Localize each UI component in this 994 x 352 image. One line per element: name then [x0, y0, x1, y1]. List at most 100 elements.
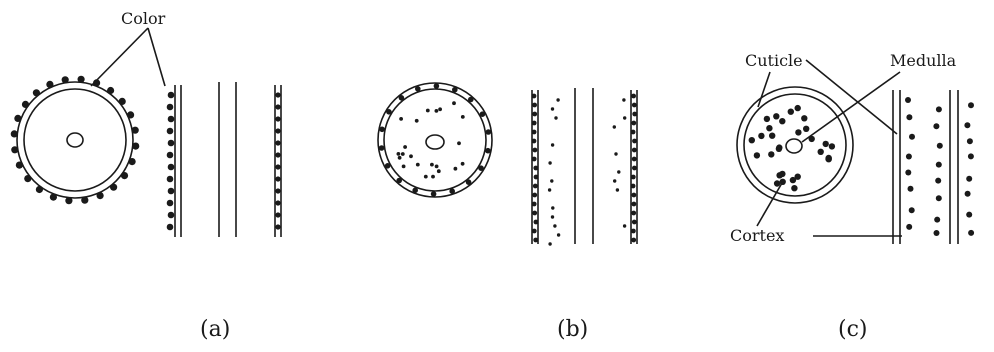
pigment-dot: [533, 237, 539, 243]
pigment-dot: [397, 155, 402, 160]
panel-b-inner-cuticle-ring: [383, 88, 487, 192]
pigment-dot: [531, 156, 537, 162]
cuticle-leader-to-ring: [757, 71, 771, 108]
pigment-dot: [631, 219, 637, 225]
pigment-dot: [768, 151, 775, 158]
panel-a-inner-cuticle-ring: [23, 88, 127, 192]
pigment-dot: [485, 129, 492, 135]
pigment-dot: [794, 104, 801, 112]
pigment-dot: [167, 139, 175, 147]
pigment-dot: [403, 145, 407, 149]
pigment-dot: [531, 120, 537, 126]
pigment-dot: [275, 188, 281, 194]
pigment-dot: [550, 143, 555, 147]
pigment-dot: [166, 127, 174, 135]
pigment-dot: [11, 146, 19, 154]
pigment-dot: [556, 233, 561, 237]
panel-a-left-edge-pigment: [166, 91, 175, 231]
pigment-dot: [532, 183, 538, 189]
pigment-dot: [65, 197, 73, 205]
pigment-dot: [532, 111, 538, 117]
pigment-dot: [631, 147, 637, 153]
pigment-dot: [107, 86, 115, 95]
pigment-dot: [396, 177, 403, 184]
pigment-dot: [61, 76, 69, 84]
pigment-dot: [905, 169, 912, 176]
pigment-dot: [531, 138, 537, 144]
pigment-dot: [773, 113, 780, 120]
pigment-dot: [632, 111, 638, 117]
pigment-dot: [905, 153, 912, 160]
panel-c-longitudinal-section: [892, 90, 975, 244]
pigment-dot: [763, 115, 771, 123]
pigment-dot: [398, 95, 405, 101]
pigment-dot: [15, 161, 23, 169]
pigment-dot: [817, 148, 824, 155]
pigment-dot: [550, 107, 555, 111]
panel-a-surface-pigment: [10, 75, 140, 205]
pigment-dot: [779, 178, 786, 185]
pigment-dot: [966, 175, 973, 182]
pigment-dot: [434, 109, 439, 113]
pigment-dot: [631, 156, 637, 162]
pigment-dot: [779, 118, 786, 125]
pigment-dot: [167, 91, 175, 99]
pigment-dot: [400, 152, 405, 156]
pigment-dot: [964, 190, 971, 197]
pigment-dot: [632, 138, 637, 144]
panel-c-cortex-pigment: [748, 104, 836, 192]
pigment-dot: [631, 237, 637, 243]
pigment-dot: [35, 185, 44, 194]
pigment-dot: [547, 188, 552, 192]
pigment-dot: [631, 192, 637, 198]
panel-c-cross-section: [736, 86, 854, 204]
caption-c: (c): [838, 317, 868, 342]
pigment-dot: [533, 165, 539, 171]
pigment-dot: [167, 163, 175, 171]
pigment-dot: [127, 111, 135, 119]
pigment-dot: [379, 126, 385, 133]
panel-c: Cuticle Medulla Cortex (c): [730, 51, 975, 342]
pigment-dot: [631, 210, 637, 216]
pigment-dot: [457, 141, 461, 146]
pigment-dot: [423, 174, 428, 179]
pigment-dot: [907, 185, 914, 192]
pigment-dot: [96, 192, 104, 200]
panel-b-cortex-pigment: [396, 101, 465, 179]
pigment-dot: [794, 173, 801, 180]
pigment-dot: [548, 242, 552, 246]
pigment-dot: [828, 143, 836, 150]
cuticle-label: Cuticle: [745, 51, 803, 70]
pigment-dot: [275, 140, 281, 146]
pigment-dot: [167, 211, 175, 219]
pigment-dot: [822, 140, 829, 148]
pigment-dot: [452, 101, 456, 106]
pigment-dot: [275, 152, 281, 158]
pigment-dot: [485, 147, 491, 154]
pigment-dot: [275, 92, 281, 98]
pigment-dot: [532, 102, 537, 108]
pigment-dot: [553, 224, 557, 228]
pigment-dot: [964, 122, 971, 129]
pigment-dot: [758, 132, 765, 140]
pigment-dot: [430, 191, 437, 197]
pigment-dot: [275, 116, 281, 122]
panel-c-labels: Cuticle Medulla Cortex: [730, 51, 957, 245]
pigment-dot: [533, 219, 539, 225]
pigment-dot: [396, 152, 401, 156]
panel-a-medulla: [66, 132, 84, 148]
pigment-dot: [128, 158, 136, 166]
pigment-dot: [110, 183, 118, 191]
pigment-dot: [275, 212, 281, 218]
pigment-dot: [531, 228, 537, 234]
panel-c-longitudinal-pigment: [905, 97, 975, 236]
pigment-dot: [966, 211, 973, 218]
pigment-dot: [769, 132, 776, 139]
pigment-dot: [460, 115, 465, 119]
pigment-dot: [49, 193, 58, 201]
panel-b: (b): [377, 82, 638, 342]
pigment-dot: [415, 86, 421, 92]
color-leader-to-edge: [147, 27, 166, 87]
panel-b-longitudinal-section: [531, 88, 638, 246]
